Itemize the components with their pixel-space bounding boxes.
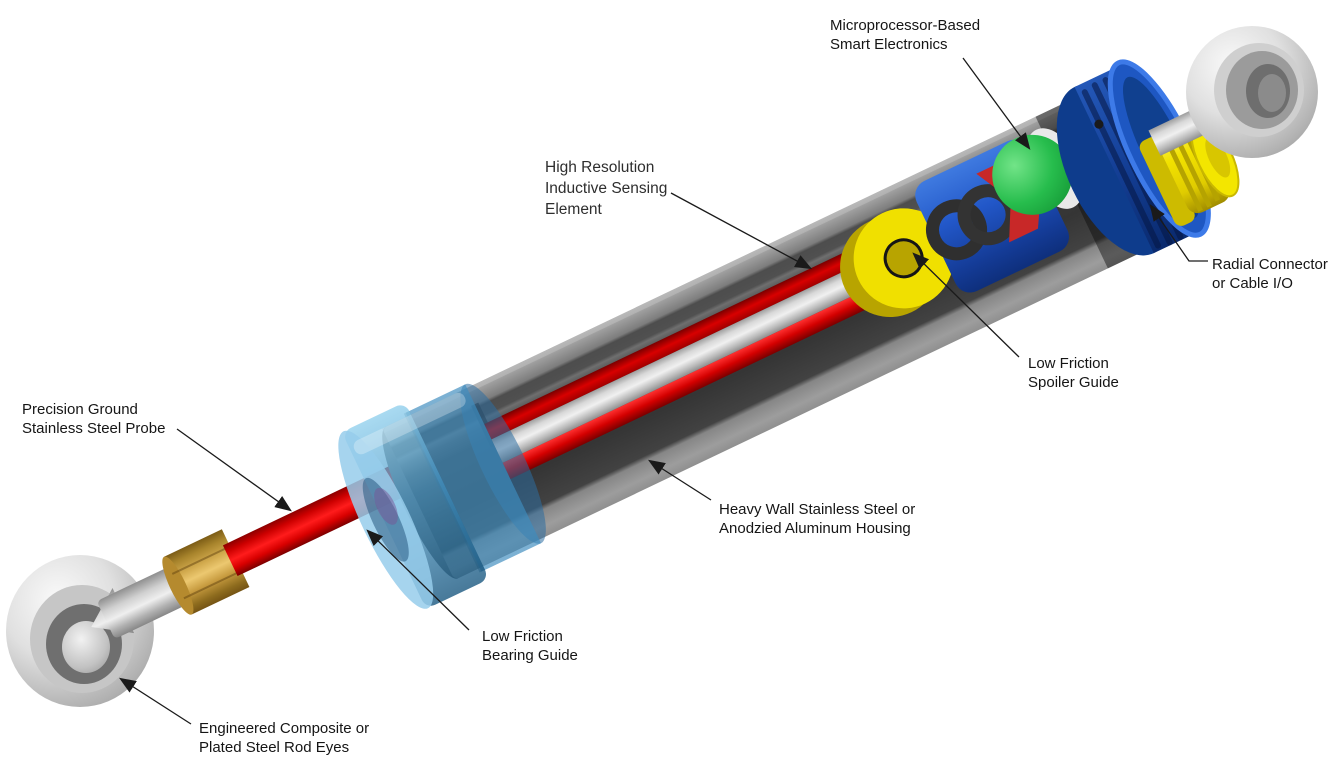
label-line: Spoiler Guide [1028,374,1119,391]
leader-radial-connector [1149,204,1208,262]
label-rod-eyes: Engineered Composite or Plated Steel Rod… [199,719,369,757]
electronics-module [915,128,1084,293]
label-line: Low Friction [482,628,563,645]
label-line: Precision Ground [22,401,138,418]
label-line: High Resolution [545,159,655,176]
label-line: Element [545,201,602,218]
leader-rod-eyes [119,677,192,725]
label-line: Heavy Wall Stainless Steel or [719,501,916,518]
leader-probe [176,428,292,512]
label-sensing-element: High Resolution Inductive Sensing Elemen… [545,157,667,220]
label-line: Anodzied Aluminum Housing [719,520,911,537]
label-smart-electronics: Microprocessor-Based Smart Electronics [830,16,980,54]
label-probe: Precision Ground Stainless Steel Probe [22,400,165,438]
leader-smart-electronics [962,57,1031,150]
label-bearing-guide: Low Friction Bearing Guide [482,627,578,665]
rod-eye-right [1186,26,1318,158]
label-line: Inductive Sensing [545,180,668,197]
label-line: or Cable I/O [1212,275,1293,292]
label-spoiler-guide: Low Friction Spoiler Guide [1028,354,1119,392]
label-line: Smart Electronics [830,36,948,53]
label-line: Engineered Composite or [199,720,370,737]
bearing-guide [338,383,546,609]
label-line: Plated Steel Rod Eyes [199,739,350,756]
sensor-body [91,59,1240,638]
leader-sensing-element [670,192,813,270]
leader-spoiler-guide [912,252,1020,358]
label-radial-connector: Radial Connector or Cable I/O [1212,255,1328,293]
smart-electronics-disc [992,134,1073,215]
label-housing: Heavy Wall Stainless Steel or Anodzied A… [719,500,915,538]
leader-housing [648,459,712,501]
radial-connector [1139,119,1240,226]
label-line: Microprocessor-Based [830,17,981,34]
label-line: Low Friction [1028,355,1109,372]
leader-bearing-guide [366,529,470,631]
label-line: Radial Connector [1212,256,1328,273]
leader-lines [119,57,1208,725]
label-line: Stainless Steel Probe [22,420,166,437]
label-line: Bearing Guide [482,647,578,664]
